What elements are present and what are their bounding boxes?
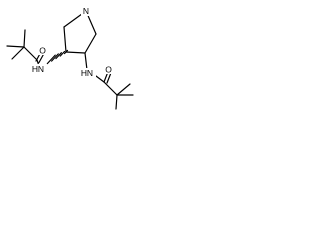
bond-tbu-left-methyl-up xyxy=(23,29,26,48)
structure-canvas: N O H N H N O xyxy=(0,0,138,113)
right-amide-nitrogen-label: N xyxy=(87,68,93,78)
ring-bond-n-ch2-right xyxy=(85,10,97,35)
ring-bond-c3-ch2-left xyxy=(63,26,67,53)
bond-tbu-left-methyl-left xyxy=(6,45,25,48)
stereo-hashed-wedge-left xyxy=(46,49,69,65)
bond-c4-nh-right xyxy=(84,52,88,71)
bond-carbonyl-oxygen-right-b xyxy=(106,73,112,84)
bond-nh-carbonyl-left xyxy=(36,59,41,70)
right-amide-hydrogen-label: H xyxy=(81,68,87,78)
bond-carbonyl-oxygen-right-a xyxy=(103,72,109,83)
bond-tbu-left-methyl-down xyxy=(11,46,25,60)
left-amide-nitrogen-label: N xyxy=(38,64,44,74)
bond-tbu-right-methyl-down xyxy=(115,94,118,110)
chemical-structure-drawing: N O H N H N O xyxy=(6,6,134,110)
right-carbonyl-oxygen-label: O xyxy=(105,65,112,75)
bond-nh-carbonyl-right xyxy=(91,72,105,83)
ring-bond-ch2-left-n xyxy=(63,10,87,28)
ring-nitrogen-label: N xyxy=(83,6,89,16)
left-amide-hydrogen-label: H xyxy=(32,64,38,74)
left-carbonyl-oxygen-label: O xyxy=(39,46,46,56)
bond-carbonyl-quaternary-left xyxy=(23,46,38,61)
ring-bond-c4-c3 xyxy=(65,51,86,54)
bond-tbu-right-methyl-up xyxy=(116,83,131,96)
bond-layer xyxy=(6,10,134,110)
bond-carbonyl-quaternary-right xyxy=(103,81,118,96)
atom-label-layer: N O H N H N O xyxy=(32,6,112,78)
bond-carbonyl-oxygen-left-b xyxy=(38,51,46,64)
ring-bond-ch2-right-c4 xyxy=(84,33,97,54)
